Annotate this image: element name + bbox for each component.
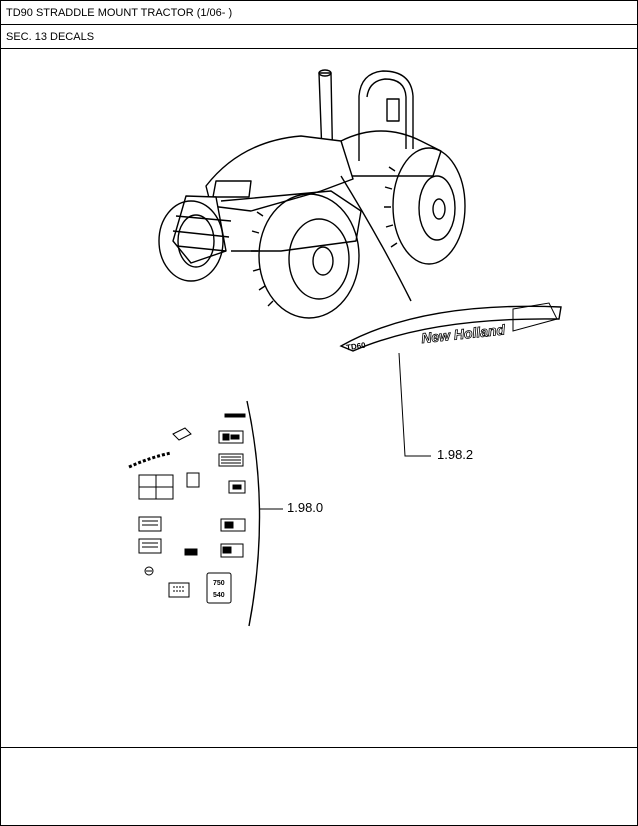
gauge-decal-upper: 750 — [213, 580, 225, 587]
callout-1-98-0: 1.98.0 — [287, 500, 324, 515]
page-title: TD90 STRADDLE MOUNT TRACTOR (1/06- ) — [1, 1, 637, 25]
hood-decal: New Holland TD60 — [339, 302, 562, 457]
hood-decal-model: TD60 — [346, 341, 367, 353]
decal-kit: 750 540 — [128, 400, 283, 627]
tractor-illustration — [158, 69, 466, 319]
section-title: SEC. 13 DECALS — [1, 25, 637, 49]
parts-diagram: New Holland TD60 — [128, 69, 562, 627]
gauge-decal-lower: 540 — [213, 592, 225, 599]
footer-divider — [1, 747, 637, 748]
callout-1-98-2: 1.98.2 — [437, 447, 474, 462]
